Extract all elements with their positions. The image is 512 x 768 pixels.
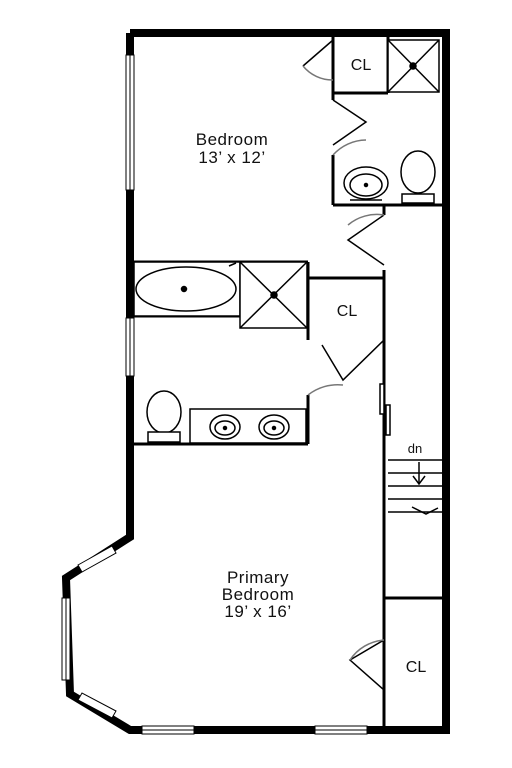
door-arc — [307, 383, 344, 396]
bedroom-name: Bedroom — [196, 130, 268, 149]
door-arc — [347, 213, 385, 226]
stair-break — [411, 506, 439, 515]
stairs — [388, 459, 442, 515]
closet-label-bottom: CL — [406, 659, 427, 676]
shower-drain — [270, 291, 278, 299]
door-arc — [332, 139, 367, 156]
interior-walls — [134, 37, 442, 730]
toilet-middle — [146, 390, 182, 434]
closet-label-middle: CL — [337, 303, 358, 320]
stairs-down-label: dn — [408, 441, 422, 456]
door-leaf — [321, 339, 385, 382]
door-leaf — [302, 39, 334, 67]
door-leaf — [348, 639, 385, 691]
toilet-top — [400, 150, 436, 194]
pocket-door — [379, 383, 385, 415]
door-arc — [349, 639, 385, 661]
primary-bedroom-name-line2: Bedroom — [222, 585, 294, 604]
doors — [302, 39, 391, 691]
fixtures — [133, 39, 440, 444]
windows — [61, 54, 368, 735]
bedroom-size: 13’ x 12’ — [198, 148, 265, 167]
shower-drain — [409, 62, 417, 70]
door-leaf — [332, 99, 368, 146]
door-leaf — [346, 214, 385, 266]
door-arc — [302, 65, 334, 81]
stair-arrow-head — [412, 475, 426, 486]
pocket-door — [385, 404, 391, 436]
primary-bedroom-size: 19’ x 16’ — [224, 602, 291, 621]
window-bay-lower — [77, 692, 117, 719]
window-bay-upper — [77, 545, 117, 573]
primary-bedroom-name-line1: Primary — [227, 568, 289, 587]
closet-label-top: CL — [351, 57, 372, 74]
